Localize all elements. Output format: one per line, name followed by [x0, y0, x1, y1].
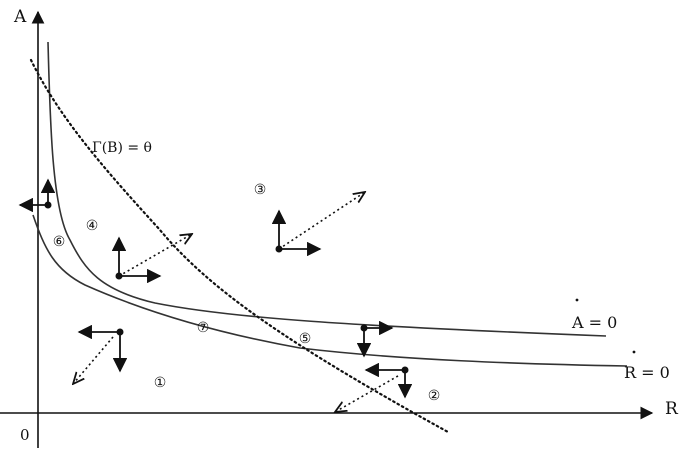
vector-point-region-1 [73, 324, 128, 385]
a-dot-zero-curve [47, 41, 607, 337]
a-dot-marker [575, 298, 579, 302]
gamma-threshold-line [29, 58, 450, 434]
vector-point-region-2 [335, 362, 413, 413]
region-6-label: ⑥ [53, 234, 66, 250]
a-dot-label: A = 0 [571, 313, 617, 332]
svg-text:⑦: ⑦ [197, 320, 210, 336]
x-axis-label: R [665, 399, 679, 419]
r-dot-label: R = 0 [624, 363, 670, 382]
y-axis-label: A [13, 7, 27, 27]
svg-text:①: ① [154, 375, 167, 391]
svg-text:④: ④ [86, 218, 99, 234]
region-1-label: ① [154, 375, 167, 391]
vector-point-region-6 [18, 178, 56, 213]
r-dot-zero-curve [32, 214, 628, 367]
vector-point-region-4 [111, 234, 193, 284]
r-dot-marker [632, 350, 636, 354]
region-2-label: ② [428, 388, 441, 404]
gamma-label: Γ(B) = θ [92, 140, 152, 156]
svg-text:②: ② [428, 388, 441, 404]
svg-text:③: ③ [254, 182, 267, 198]
region-7-label: ⑦ [197, 320, 210, 336]
region-3-label: ③ [254, 182, 267, 198]
region-5-label: ⑤ [299, 331, 312, 347]
vector-point-region-5 [356, 320, 394, 358]
svg-text:⑤: ⑤ [299, 331, 312, 347]
vector-point-region-3 [271, 192, 366, 257]
region-4-label: ④ [86, 218, 99, 234]
svg-text:⑥: ⑥ [53, 234, 66, 250]
origin-label: 0 [20, 426, 30, 444]
